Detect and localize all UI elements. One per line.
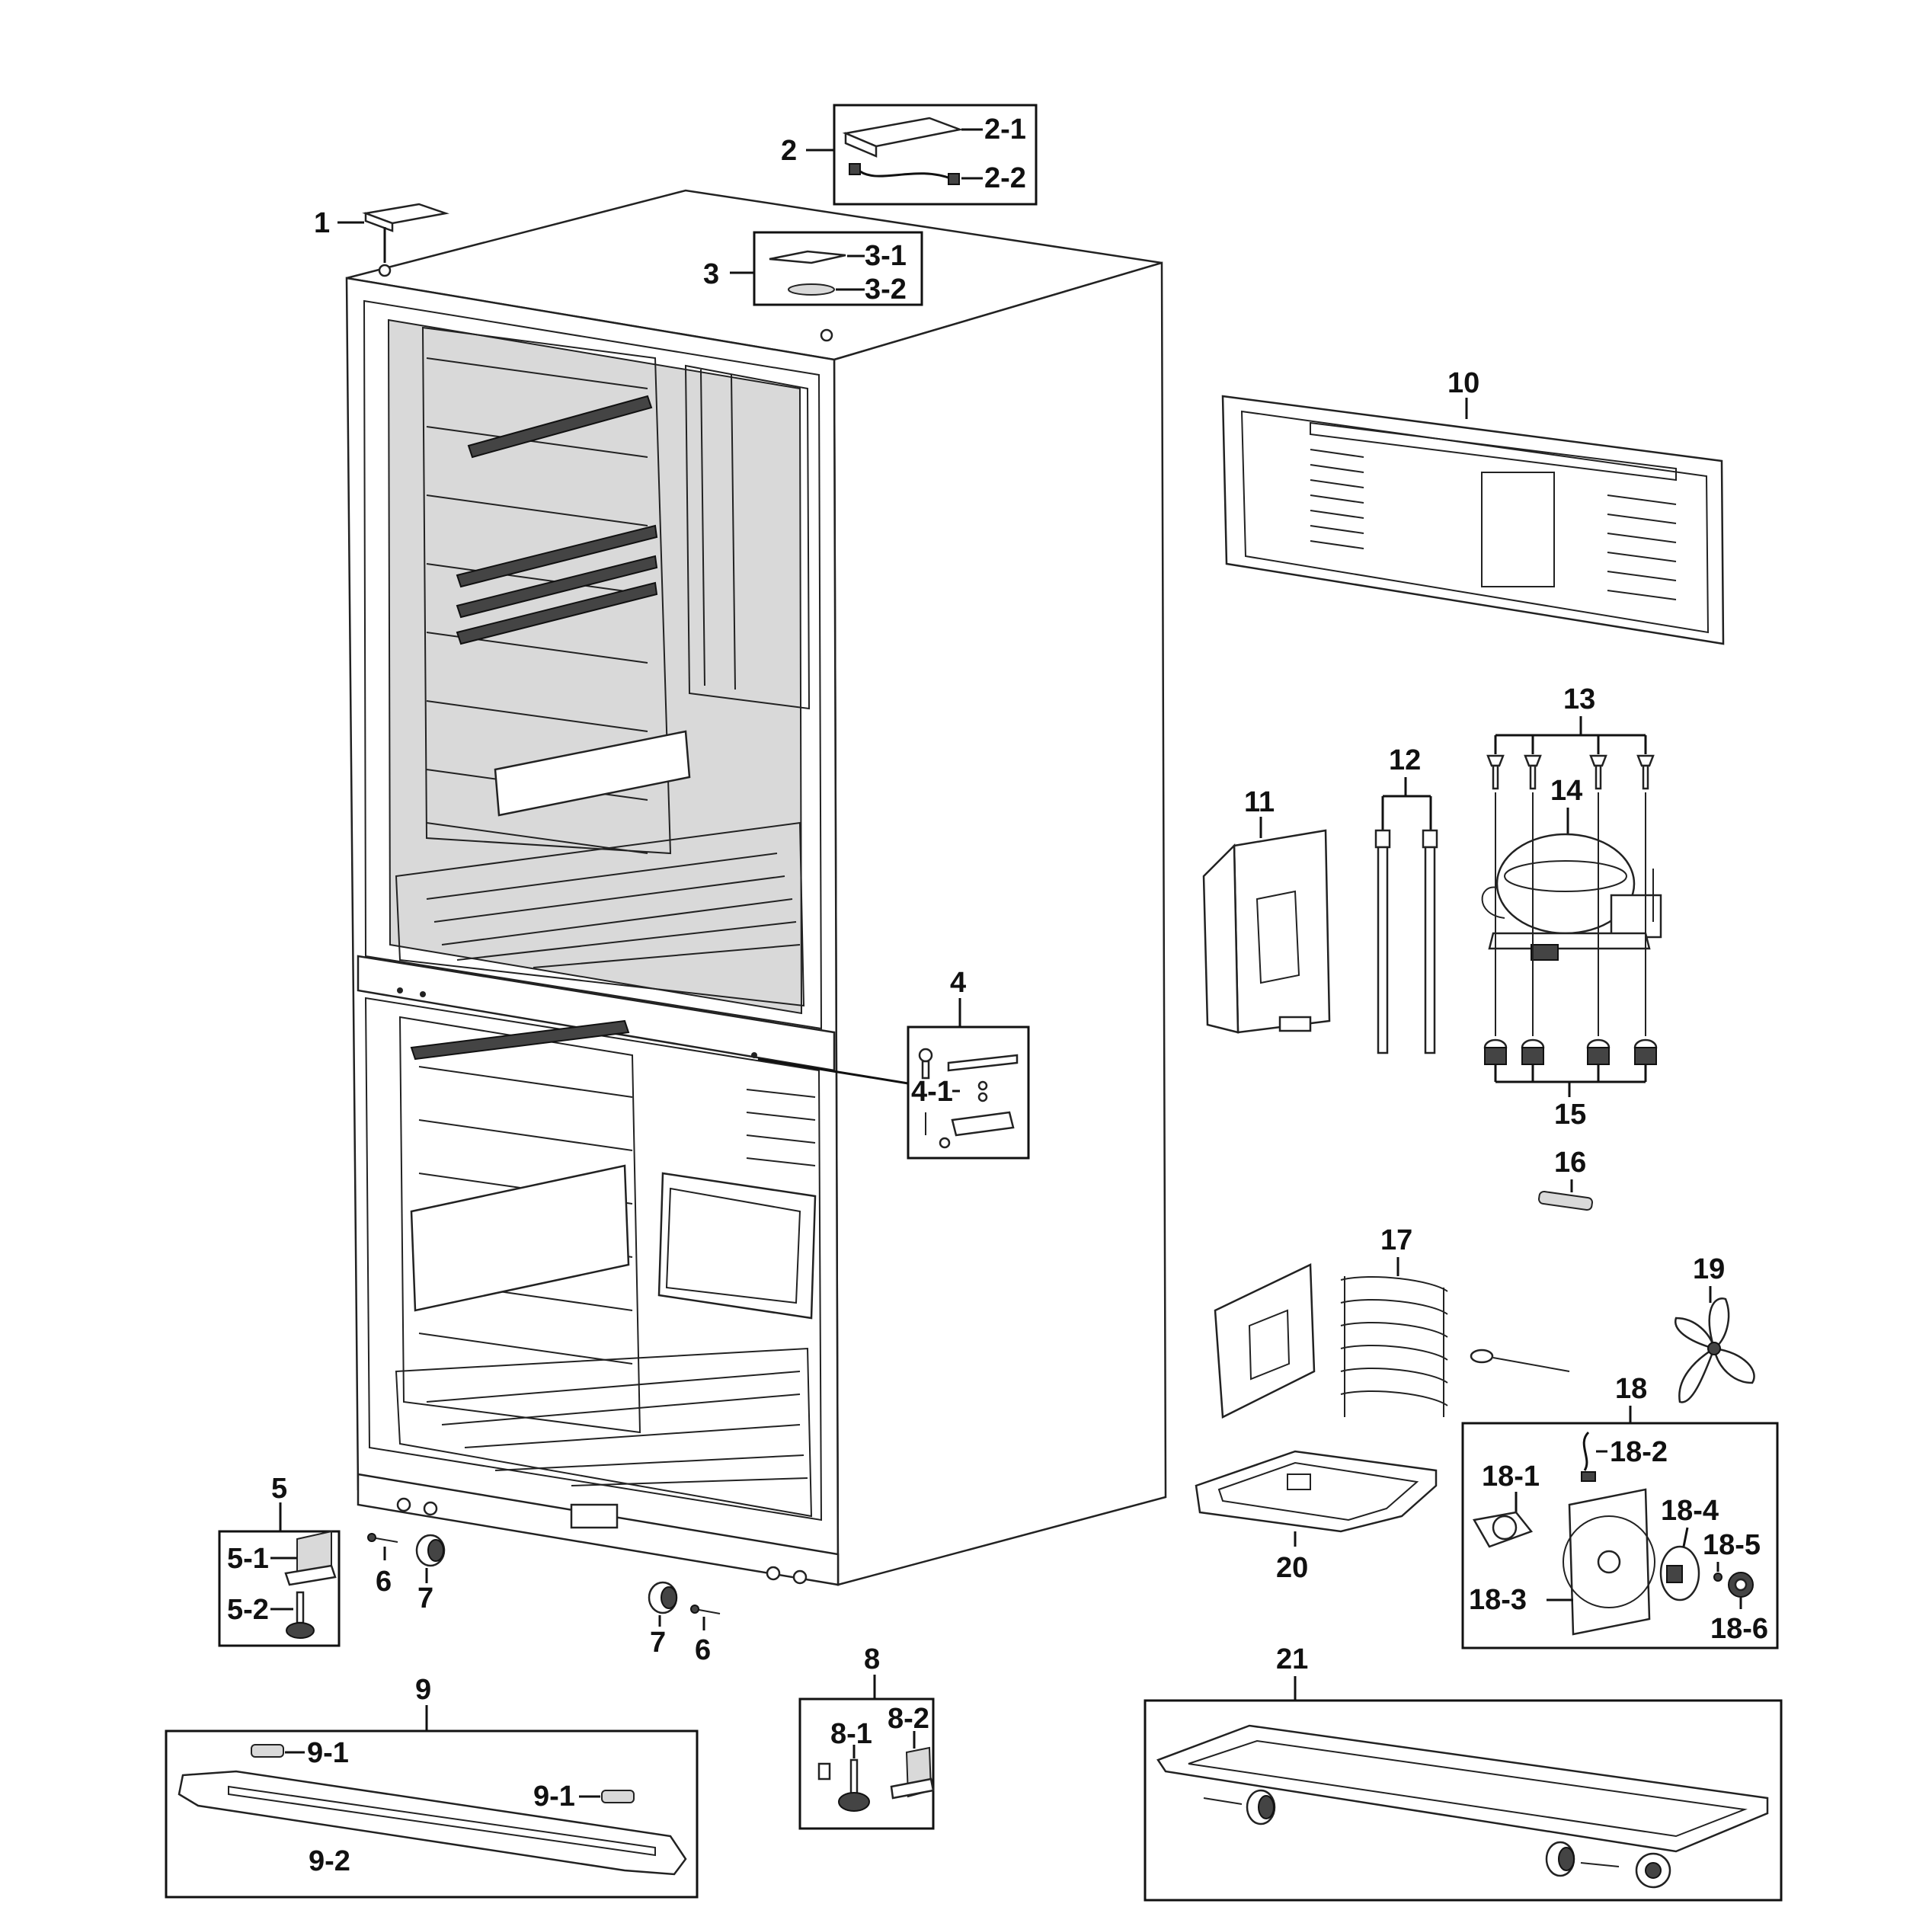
callout-7-right: 7 (650, 1627, 666, 1659)
callout-5: 5 (271, 1473, 287, 1505)
part-4-hinge-hardware-group: 4 4-1 (757, 967, 1030, 1160)
callout-6-right: 6 (695, 1634, 711, 1666)
part-7-roller-right: 7 (648, 1581, 678, 1659)
callout-8-1: 8-1 (830, 1718, 872, 1750)
callout-13: 13 (1563, 683, 1595, 715)
part-10-rear-panel: 10 (1221, 367, 1725, 645)
part-21-base-plate-group: 21 (1144, 1643, 1783, 1902)
callout-18-4: 18-4 (1661, 1495, 1719, 1527)
part-7-roller-left: 7 (415, 1534, 446, 1614)
callout-19: 19 (1693, 1253, 1725, 1285)
part-16-sensor: 16 (1538, 1147, 1593, 1211)
callout-4-1: 4-1 (911, 1076, 953, 1108)
part-6-screw-left: 6 (367, 1533, 398, 1598)
part-12-mounting-pins: 12 (1374, 744, 1438, 1054)
callout-6-left: 6 (376, 1566, 392, 1598)
callout-9-1-right: 9-1 (533, 1781, 575, 1813)
callout-14: 14 (1550, 775, 1582, 807)
part-11-compressor-cover: 11 (1202, 786, 1331, 1034)
part-20-drain-tray: 20 (1195, 1450, 1438, 1584)
callout-18-5: 18-5 (1703, 1529, 1761, 1561)
callout-5-2: 5-2 (227, 1594, 269, 1626)
callout-18-2: 18-2 (1610, 1436, 1668, 1468)
part-18-fan-motor-group: 18 18-2 18-1 18-3 18-4 18-5 18-6 (1461, 1373, 1779, 1649)
callout-11: 11 (1244, 786, 1275, 818)
part-17-evaporator: 17 (1214, 1224, 1570, 1419)
callout-1: 1 (314, 207, 330, 239)
callout-9-2: 9-2 (309, 1845, 350, 1877)
part-15-grommets: 15 (1483, 1038, 1658, 1131)
part-1-top-cover: 1 (314, 203, 449, 263)
part-5-leveling-foot-group: 5 5-1 5-2 (218, 1473, 341, 1647)
callout-4: 4 (950, 967, 966, 999)
part-8-leveling-leg-group: 8 8-1 8-2 (798, 1643, 935, 1830)
callout-12: 12 (1389, 744, 1421, 776)
part-13-bolts: 13 (1486, 683, 1655, 790)
callout-10: 10 (1447, 367, 1479, 399)
part-9-base-grille-group: 9 9-1 9-1 9-2 (165, 1674, 699, 1899)
callout-18-6: 18-6 (1710, 1613, 1768, 1645)
part-6-screw-right: 6 (690, 1605, 721, 1666)
callout-21: 21 (1276, 1643, 1308, 1675)
callout-2-2: 2-2 (984, 162, 1026, 194)
callout-9: 9 (415, 1674, 431, 1706)
callout-18-1: 18-1 (1482, 1461, 1540, 1493)
callout-18-3: 18-3 (1469, 1584, 1527, 1616)
callout-5-1: 5-1 (227, 1543, 269, 1575)
callout-17: 17 (1380, 1224, 1412, 1256)
callout-8: 8 (864, 1643, 880, 1675)
part-3-hinge-group: 3 3-1 3-2 (703, 231, 923, 306)
callout-18: 18 (1615, 1373, 1647, 1405)
callout-2-1: 2-1 (984, 114, 1026, 146)
part-19-fan-blade: 19 (1675, 1253, 1755, 1403)
part-2-hinge-cover-group: 2 2-1 2-2 (781, 104, 1038, 206)
callout-7-left: 7 (417, 1582, 433, 1614)
callout-16: 16 (1554, 1147, 1586, 1179)
callout-3-2: 3-2 (865, 274, 907, 306)
callout-9-1-left: 9-1 (307, 1737, 349, 1769)
callout-3: 3 (703, 258, 719, 290)
callout-8-2: 8-2 (888, 1703, 929, 1735)
callout-20: 20 (1276, 1552, 1308, 1584)
callout-15: 15 (1554, 1099, 1586, 1131)
callout-2: 2 (781, 135, 797, 167)
part-14-compressor: 14 (1481, 775, 1662, 1036)
callout-3-1: 3-1 (865, 240, 907, 272)
refrigerator-cabinet (345, 189, 1167, 1586)
